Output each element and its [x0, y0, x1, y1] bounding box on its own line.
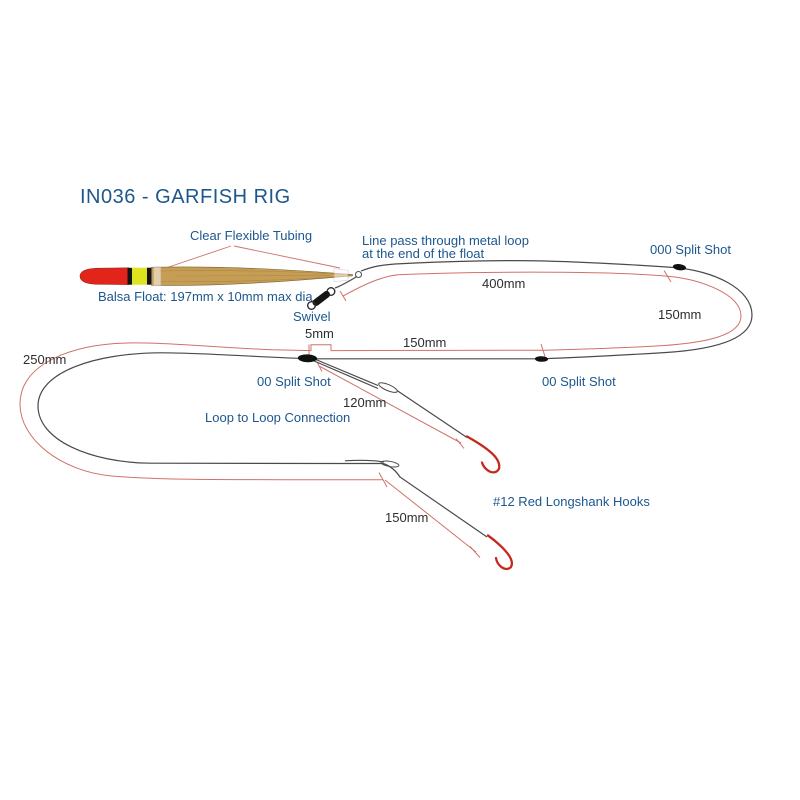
label-00-split-shot-right: 00 Split Shot — [542, 374, 616, 389]
split-shot-00-right — [534, 356, 549, 362]
dim-150mm-between-shots: 150mm — [403, 335, 447, 350]
swivel-icon — [307, 287, 336, 311]
float-wood-body — [151, 266, 353, 286]
float-black-band-1 — [127, 267, 132, 285]
label-00-split-shot-left: 00 Split Shot — [257, 374, 331, 389]
dimension-lines — [19, 270, 742, 558]
hooks — [465, 435, 514, 571]
float-black-band-2 — [147, 267, 152, 285]
label-000-split-shot: 000 Split Shot — [650, 242, 731, 257]
tick-000-shot — [663, 270, 672, 283]
main-line — [37, 260, 753, 465]
metal-loop-icon — [354, 270, 363, 279]
snood-1 — [310, 356, 468, 438]
dim-150mm-snood: 150mm — [385, 510, 429, 525]
float-yellow-band — [132, 267, 147, 285]
snood-2 — [344, 459, 488, 538]
label-hooks: #12 Red Longshank Hooks — [493, 494, 650, 509]
loop-to-loop-1-icon — [378, 382, 398, 393]
balsa-float — [79, 266, 363, 287]
label-swivel: Swivel — [293, 309, 331, 324]
label-balsa-float: Balsa Float: 197mm x 10mm max dia — [98, 289, 313, 304]
split-shot-000 — [672, 263, 687, 271]
rig-line — [37, 260, 753, 538]
dim-5mm: 5mm — [305, 326, 334, 341]
tubing-band-left — [153, 266, 162, 287]
dim-120mm: 120mm — [343, 395, 387, 410]
wood-grain — [159, 270, 346, 282]
hook-2 — [486, 534, 514, 571]
split-shot-00-left — [297, 354, 318, 363]
label-line-pass-line2: at the end of the float — [362, 245, 485, 261]
label-loop-to-loop: Loop to Loop Connection — [205, 410, 351, 425]
dim-250mm: 250mm — [23, 352, 67, 367]
label-clear-flexible-tubing: Clear Flexible Tubing — [190, 228, 313, 243]
tick-snood2-end — [469, 546, 481, 558]
page-title: IN036 - GARFISH RIG — [80, 186, 291, 208]
label-line-pass: Line pass through metal loop at the end … — [362, 233, 529, 261]
dim-150mm-right-loop: 150mm — [658, 307, 702, 322]
label-line-pass-line1: Line pass through metal loop — [362, 233, 529, 248]
tubing-pointer-lines — [159, 245, 341, 271]
loop-to-loop-2-icon — [380, 460, 400, 468]
hook-1 — [465, 435, 501, 474]
float-red-tip — [79, 267, 130, 285]
tick-snood2-start — [378, 472, 388, 488]
dim-400mm: 400mm — [482, 276, 526, 291]
tick-00-shot-right — [540, 343, 546, 357]
tubing-band-right — [333, 268, 349, 282]
line-to-swivel — [334, 275, 358, 289]
tick-400mm-start — [339, 290, 347, 302]
dimension-120mm — [316, 361, 465, 449]
